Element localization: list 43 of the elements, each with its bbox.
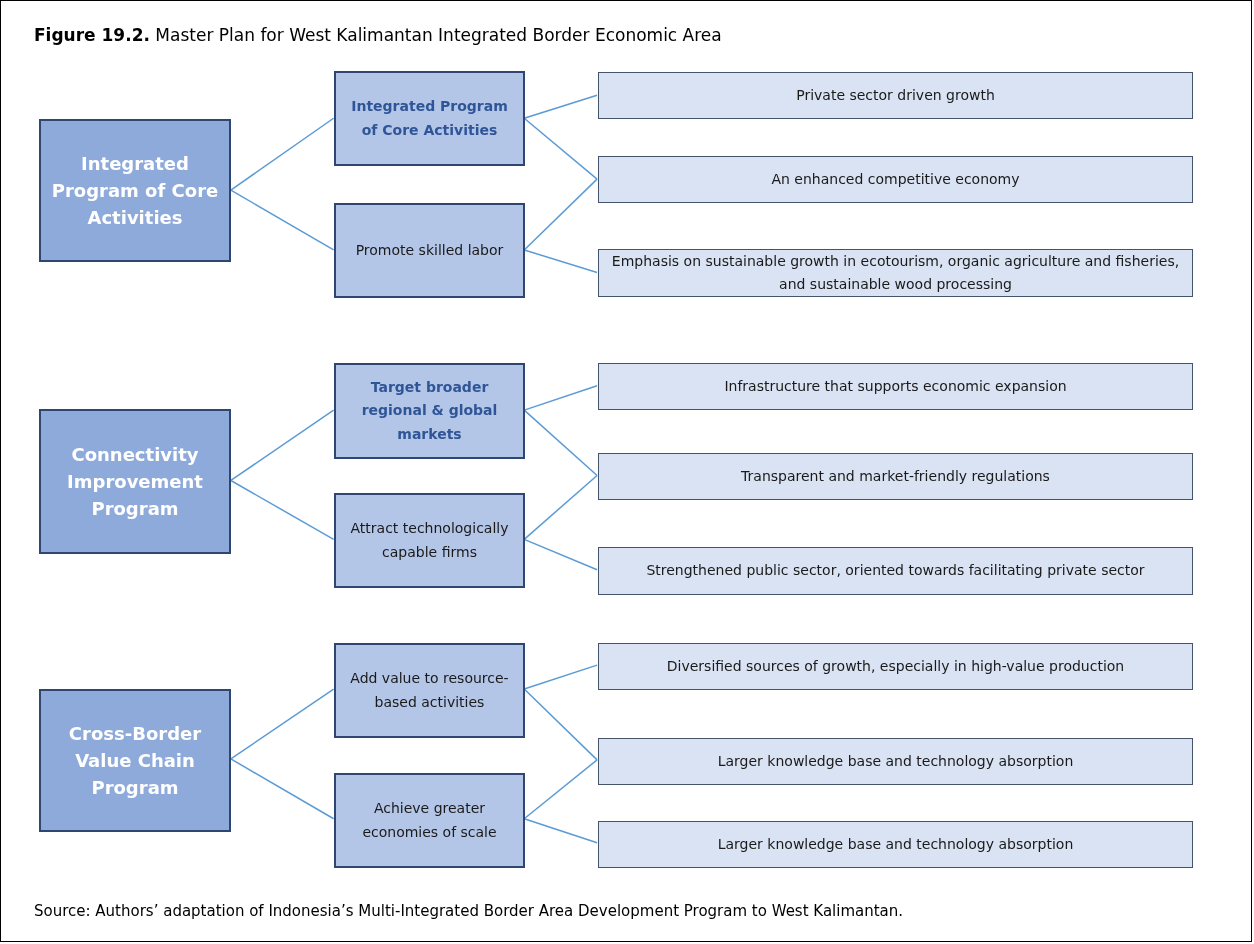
connector-line — [230, 409, 335, 482]
box-text: Larger knowledge base and technology absorption — [717, 751, 1074, 771]
connector-line — [230, 117, 335, 191]
strategy-box — [334, 363, 525, 459]
box-text: Integrated Program of Core Activities — [50, 152, 220, 230]
box-text: Connectivity Improvement Program — [66, 443, 204, 521]
program-box — [39, 409, 231, 554]
box-text: Target broader regional & global markets — [360, 378, 499, 444]
box-text: Private sector driven growth — [796, 85, 995, 105]
strategy-box — [334, 71, 525, 166]
outcome-box — [598, 547, 1193, 595]
outcome-box — [598, 821, 1193, 868]
box-text: Cross-Border Value Chain Program — [67, 722, 203, 800]
box-text: Achieve greater economies of scale — [361, 799, 498, 842]
strategy-box — [334, 203, 525, 298]
connector-line — [230, 479, 335, 541]
outcome-box — [598, 643, 1193, 690]
program-box — [39, 689, 231, 832]
outcome-box — [598, 72, 1193, 119]
box-text: Transparent and market-friendly regulations — [741, 466, 1050, 486]
figure-title: Figure 19.2. Master Plan for West Kalimantan Integrated Border Economic Area — [34, 25, 722, 45]
box-text: Integrated Program of Core Activities — [350, 97, 509, 140]
outcome-box — [598, 156, 1193, 203]
box-text: Add value to resource-based activities — [349, 669, 510, 712]
box-text: Emphasis on sustainable growth in ecotourism, organic agriculture and fisheries, and sustainable wood processing — [610, 251, 1181, 294]
box-text: Attract technologically capable firms — [349, 519, 510, 562]
strategy-box — [334, 643, 525, 738]
source-note: Source: Authors’ adaptation of Indonesia’s Multi-Integrated Border Area Development Program to West Kalimantan. — [34, 902, 904, 920]
outcome-box — [598, 363, 1193, 410]
connector-line — [230, 189, 335, 251]
box-text: Strengthened public sector, oriented towards facilitating private sector — [646, 561, 1145, 581]
strategy-box — [334, 493, 525, 588]
connector-line — [230, 688, 335, 760]
strategy-box — [334, 773, 525, 868]
program-box — [39, 119, 231, 262]
box-text: Diversified sources of growth, especially in high-value production — [666, 656, 1125, 676]
box-text: An enhanced competitive economy — [771, 169, 1020, 189]
box-text: Larger knowledge base and technology absorption — [717, 834, 1074, 854]
outcome-box — [598, 738, 1193, 785]
connector-line — [230, 758, 335, 820]
box-text: Promote skilled labor — [355, 240, 504, 260]
box-text: Infrastructure that supports economic expansion — [724, 376, 1067, 396]
outcome-box — [598, 453, 1193, 500]
